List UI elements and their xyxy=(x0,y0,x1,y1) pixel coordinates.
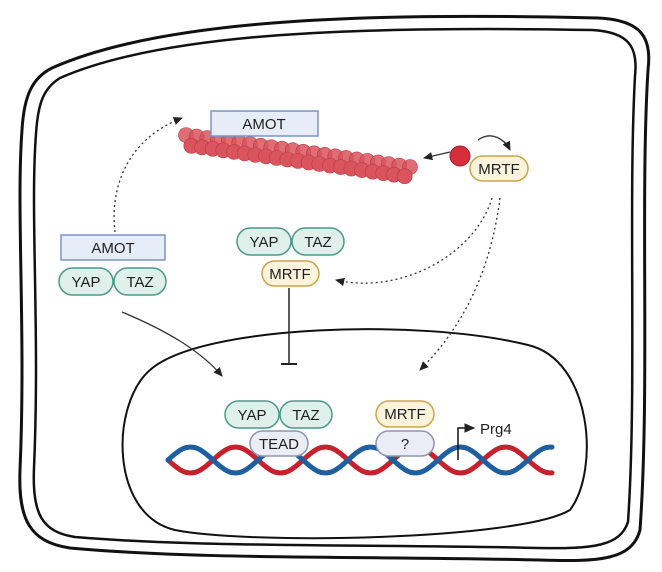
arrow-yap-taz-to-nucleus xyxy=(121,311,223,377)
arrows xyxy=(113,117,511,377)
mrtf-cytoplasm-label: MRTF xyxy=(478,161,519,178)
gene-label-prg4: Prg4 xyxy=(480,421,512,438)
taz-nuc-label: TAZ xyxy=(292,407,319,424)
arrow-bead-to-filament xyxy=(422,151,451,161)
yap-nuc-label: YAP xyxy=(238,407,267,424)
yap-left-label: YAP xyxy=(72,274,101,291)
mrtf-unknown-complex: MRTF ? xyxy=(375,400,435,457)
amot-filament-box: AMOT xyxy=(210,110,319,137)
arrow-amot-to-filament xyxy=(113,117,183,233)
transcription-start-arrow xyxy=(457,423,476,460)
dna-strand-blue xyxy=(165,444,555,476)
yap-taz-mrtf-complex: YAP TAZ MRTF xyxy=(236,227,345,287)
unknown-factor-label: ? xyxy=(401,436,409,453)
arrow-filament-to-bead xyxy=(477,135,511,151)
cell-membrane-inner xyxy=(32,27,637,550)
tead-label: TEAD xyxy=(259,436,299,453)
yap-taz-tead-complex: YAP TAZ TEAD xyxy=(224,400,333,457)
arrow-mrtf-to-complex xyxy=(334,197,493,286)
actin-monomer xyxy=(396,168,413,184)
amot-yap-taz-complex: AMOT YAP TAZ xyxy=(58,234,167,296)
yap-mid-label: YAP xyxy=(250,234,279,251)
g-actin-bead xyxy=(449,145,471,167)
amot-filament-label: AMOT xyxy=(242,116,285,133)
cell-membrane-outer xyxy=(18,14,651,563)
mrtf-cytoplasm: MRTF xyxy=(469,155,529,182)
mrtf-nuc-label: MRTF xyxy=(384,406,425,423)
taz-left-label: TAZ xyxy=(126,274,153,291)
nucleus xyxy=(121,328,588,540)
dna-strand-red xyxy=(165,444,555,476)
amot-complex-label: AMOT xyxy=(91,240,134,257)
actin-filament xyxy=(178,127,418,184)
taz-mid-label: TAZ xyxy=(304,234,331,251)
mrtf-mid-label: MRTF xyxy=(269,266,310,283)
arrow-mrtf-to-nucleus xyxy=(419,197,501,371)
